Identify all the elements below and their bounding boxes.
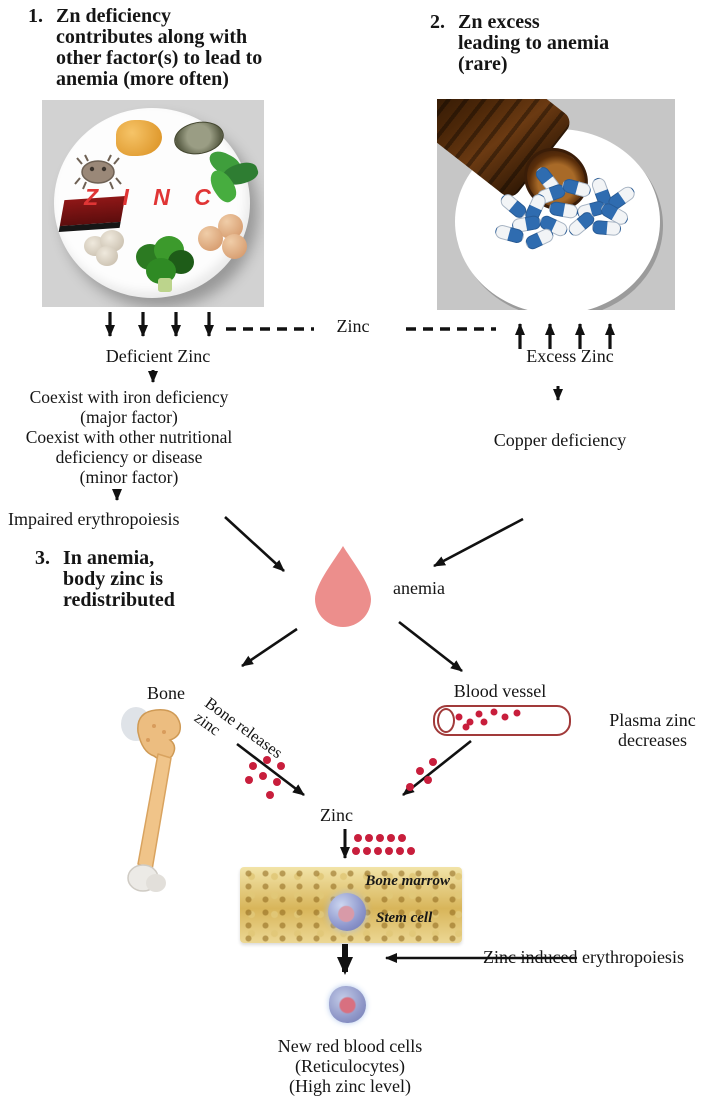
section3-title: 3. In anemia, body zinc is redistributed	[35, 548, 255, 611]
coexist-line: deficiency or disease	[55, 447, 203, 467]
section2-line: Zn excess	[458, 11, 540, 33]
stem-cell-label: Stem cell	[376, 910, 433, 926]
section3-line: In anemia,	[63, 547, 155, 569]
section2-number: 2.	[430, 11, 445, 33]
coexist-line: (minor factor)	[79, 467, 179, 487]
mushrooms-icon	[84, 230, 132, 268]
arrow-copper-to-anemia	[433, 517, 524, 568]
bone-icon	[121, 707, 182, 892]
section2-line: (rare)	[458, 53, 508, 75]
section3-line: redistributed	[63, 589, 175, 611]
arrow-vessel-to-zinc	[402, 739, 472, 797]
coexist-block: Coexist with iron deficiency (major fact…	[0, 387, 258, 487]
section1-line: contributes along with	[56, 26, 248, 48]
section3-number: 3.	[35, 547, 50, 569]
section1-line: other factor(s) to lead to	[56, 47, 263, 69]
bone-label: Bone	[147, 683, 185, 703]
plate-zinc-label: Z I N C	[84, 184, 220, 210]
broccoli-icon	[134, 236, 196, 294]
section1-line: Zn deficiency	[56, 5, 171, 27]
new-rbc-label: New red blood cells (Reticulocytes) (Hig…	[277, 1036, 423, 1096]
deficient-zinc-label: Deficient Zinc	[105, 346, 211, 366]
impaired-erythropoiesis-label: Impaired erythropoiesis	[8, 509, 180, 529]
zinc-induced-erythropoiesis-label: Zinc induced erythropoiesis	[483, 947, 684, 967]
zinc-dots-vessel-release	[406, 758, 437, 791]
zinc-lower-label: Zinc	[320, 805, 353, 825]
section2-title: 2. Zn excess leading to anemia (rare)	[430, 12, 670, 75]
zinc-axis-label: Zinc	[336, 316, 370, 336]
bone-releases-zinc-label: Bone releases zinc	[190, 693, 287, 763]
bone-marrow-image: Bone marrow Stem cell	[240, 867, 462, 943]
stem-cell-icon	[328, 893, 366, 931]
section1-number: 1.	[28, 5, 43, 27]
blood-vessel-icon	[433, 705, 571, 736]
section3-line: body zinc is	[63, 568, 164, 590]
reticulocyte-icon	[329, 986, 366, 1023]
eggs-icon	[196, 214, 254, 262]
arrow-anemia-to-vessel	[398, 620, 463, 673]
section1-title: 1. Zn deficiency contributes along with …	[28, 6, 338, 90]
blood-vessel-label: Blood vessel	[453, 681, 547, 701]
copper-deficiency-label: Copper deficiency	[493, 430, 627, 450]
zinc-supplement-photo	[437, 99, 675, 310]
blood-droplet-icon	[315, 546, 371, 627]
zinc-dots-to-marrow	[352, 834, 415, 855]
coexist-line: Coexist with iron deficiency	[29, 387, 229, 407]
bone-marrow-label: Bone marrow	[365, 873, 450, 889]
arrow-anemia-to-bone	[241, 627, 298, 668]
excess-zinc-label: Excess Zinc	[526, 346, 614, 366]
anemia-label: anemia	[393, 578, 445, 598]
zinc-foods-photo: Z I N C	[42, 100, 264, 307]
crab-icon	[74, 154, 122, 190]
plasma-zinc-label: Plasma zinc decreases	[609, 710, 696, 750]
plate-icon: Z I N C	[54, 108, 261, 298]
coexist-line: (major factor)	[80, 407, 178, 427]
coexist-line: Coexist with other nutritional	[25, 427, 233, 447]
cheese-icon	[116, 120, 162, 156]
section2-line: leading to anemia	[458, 32, 610, 54]
section1-line: anemia (more often)	[56, 68, 229, 90]
deficient-arrows-group	[105, 312, 214, 337]
